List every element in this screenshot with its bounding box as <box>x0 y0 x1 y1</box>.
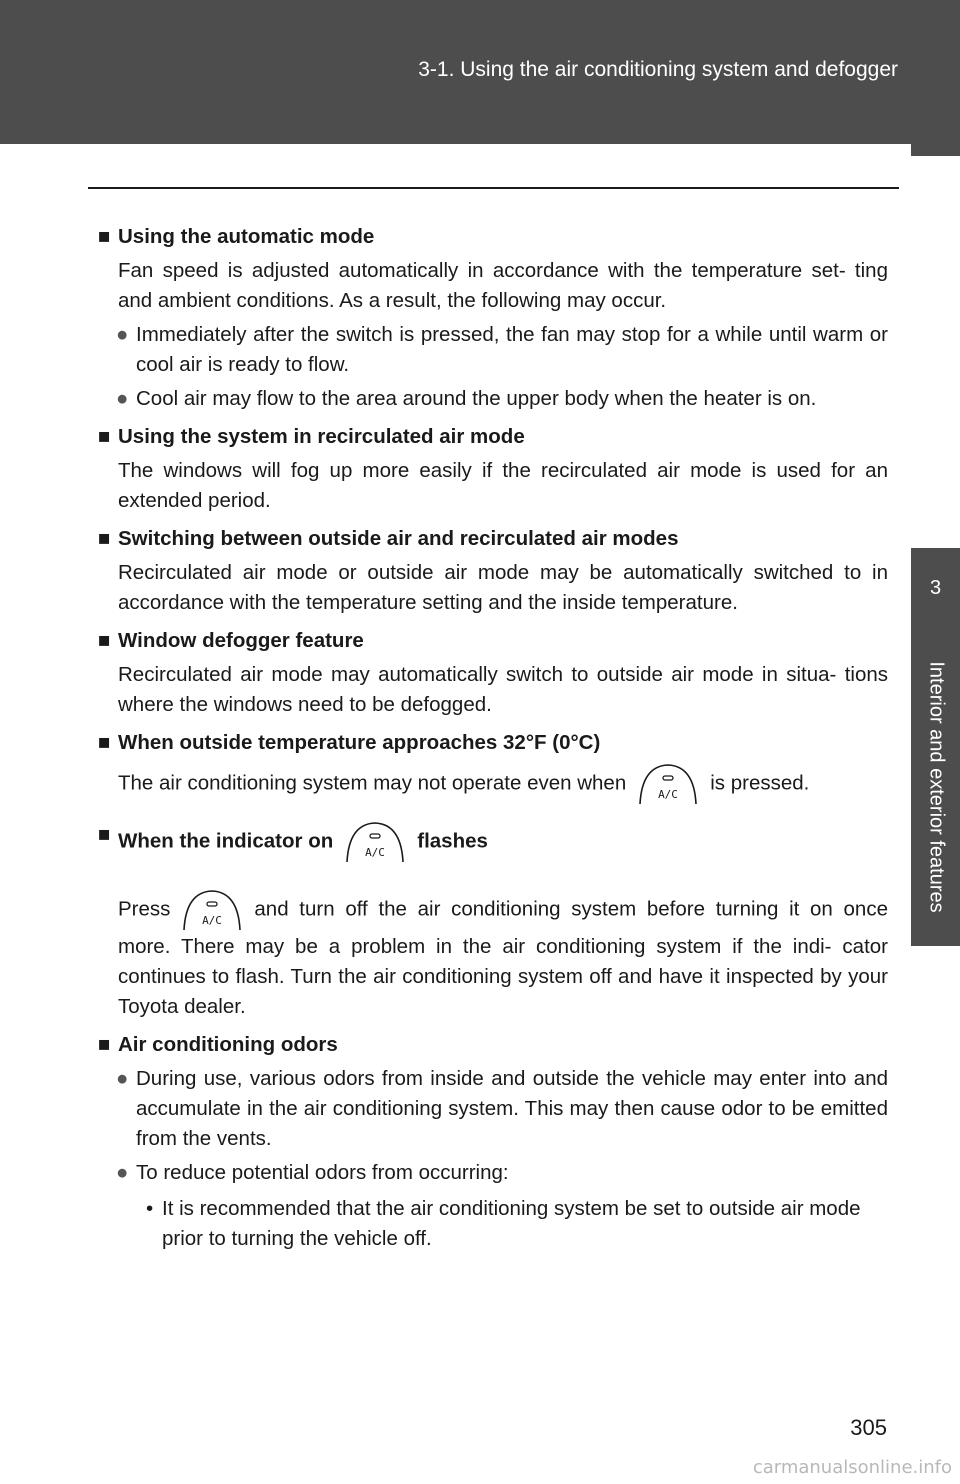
section-heading: ■Switching between outside air and recir… <box>98 527 679 550</box>
ac-button-icon: A/C <box>343 820 407 864</box>
side-tab-label-text: Interior and exterior features <box>925 661 947 913</box>
section-paragraph: Recirculated air mode or outside air mod… <box>118 561 888 614</box>
page-content: ■Using the automatic mode Fan speed is a… <box>98 214 888 1254</box>
bullet-item: ●Immediately after the switch is pressed… <box>116 320 888 380</box>
watermark: carmanualsonline.info <box>752 1457 952 1478</box>
bullet-icon: ● <box>116 1067 129 1090</box>
section-paragraph: The air conditioning system may not oper… <box>118 762 888 806</box>
section-heading: ■Window defogger feature <box>98 629 364 652</box>
side-tab-number: 3 <box>911 548 960 628</box>
bullet-icon: ● <box>116 1161 129 1184</box>
section-heading: ■Air conditioning odors <box>98 1033 338 1056</box>
section-rule <box>88 187 899 189</box>
svg-text:A/C: A/C <box>658 788 678 801</box>
section-heading: ■Using the system in recirculated air mo… <box>98 425 525 448</box>
ac-button-icon: A/C <box>636 762 700 806</box>
header-title: 3-1. Using the air conditioning system a… <box>418 58 898 81</box>
sub-bullet-item: •It is recommended that the air conditio… <box>146 1197 861 1250</box>
svg-text:A/C: A/C <box>365 846 385 859</box>
side-tab-top <box>911 144 960 156</box>
page-header: 3-1. Using the air conditioning system a… <box>0 0 960 144</box>
section-heading: ■Using the automatic mode <box>98 225 375 248</box>
page-number: 305 <box>850 1415 887 1440</box>
bullet-item: ●To reduce potential odors from occurrin… <box>116 1158 888 1188</box>
svg-text:A/C: A/C <box>202 914 222 927</box>
bullet-icon: ● <box>116 387 129 410</box>
section-heading: ■When outside temperature approaches 32°… <box>98 731 601 754</box>
bullet-icon: ● <box>116 323 129 346</box>
section-paragraph: Fan speed is adjusted automatically in a… <box>118 259 888 312</box>
bullet-item: ●Cool air may flow to the area around th… <box>116 384 888 414</box>
ac-button-icon: A/C <box>180 888 244 932</box>
side-tab-label: Interior and exterior features <box>911 628 960 946</box>
section-paragraph: The windows will fog up more easily if t… <box>118 459 888 512</box>
section-paragraph: Recirculated air mode may automatically … <box>118 663 888 716</box>
bullet-item: ●During use, various odors from inside a… <box>116 1064 888 1154</box>
